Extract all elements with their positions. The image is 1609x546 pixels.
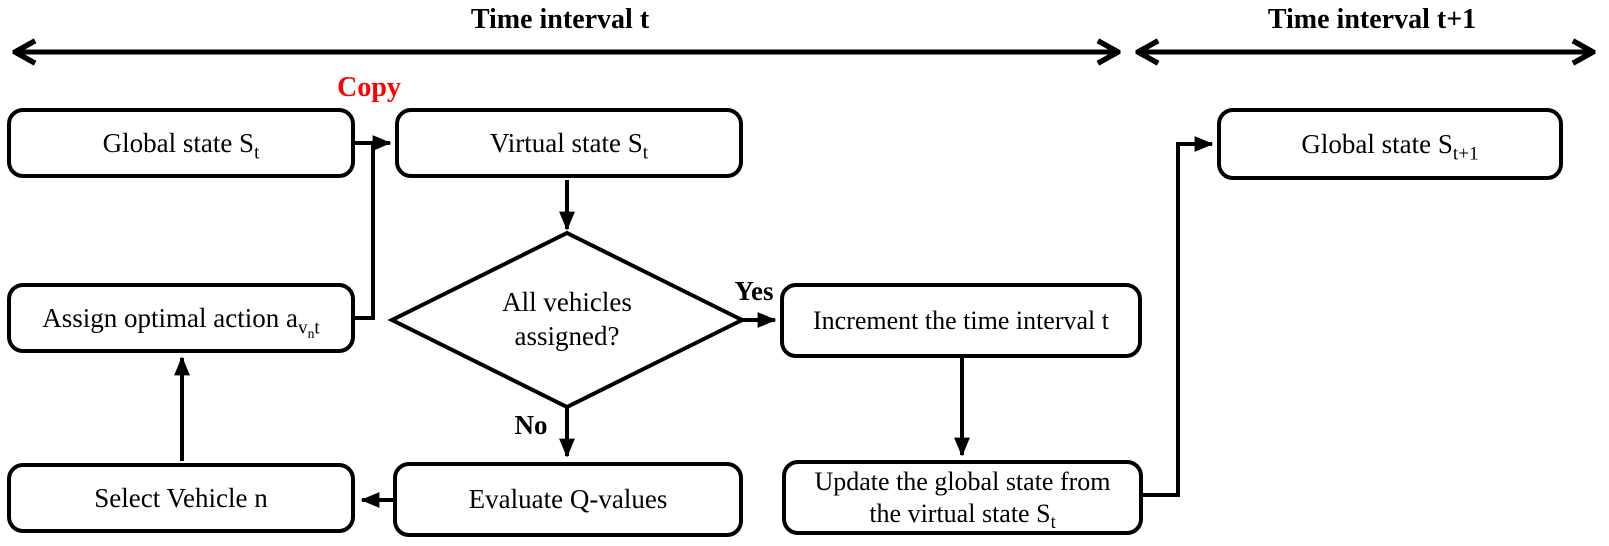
node-evaluate-q-values: Evaluate Q-values [393,462,743,537]
decision-all-vehicles-assigned: All vehicles assigned? [447,285,687,353]
node-label-line-2: the virtual state St [869,498,1056,532]
time-interval-t-heading: Time interval t [470,4,650,35]
copy-edge-label: Copy [337,72,401,103]
node-label: Select Vehicle n [94,482,268,513]
yes-edge-label: Yes [734,276,774,306]
node-assign-optimal-action: Assign optimal action avnt [7,283,355,353]
node-label: Virtual state St [489,127,649,163]
node-label: Increment the time interval t [813,306,1109,335]
node-label: Global state St [102,127,260,163]
arrow-update-to-next-global [1143,136,1214,497]
connector-assign-back-to-virtual [351,141,375,320]
node-global-state-t: Global state St [7,108,355,178]
decision-label-line-2: assigned? [514,321,620,351]
decision-label-line-1: All vehicles [502,287,632,317]
node-increment-time-interval: Increment the time interval t [780,283,1142,358]
no-edge-label: No [514,410,548,440]
node-select-vehicle: Select Vehicle n [7,463,355,533]
time-interval-t-plus-1-heading: Time interval t+1 [1267,4,1477,35]
node-label: Assign optimal action avnt [42,302,320,341]
node-label: Global state St+1 [1301,128,1479,164]
node-update-global-state: Update the global state from the virtual… [782,460,1143,535]
node-label-line-1: Update the global state from [814,466,1111,496]
node-label: Evaluate Q-values [468,484,668,514]
node-global-state-t-plus-1: Global state St+1 [1217,108,1563,180]
node-virtual-state-t: Virtual state St [395,108,743,178]
